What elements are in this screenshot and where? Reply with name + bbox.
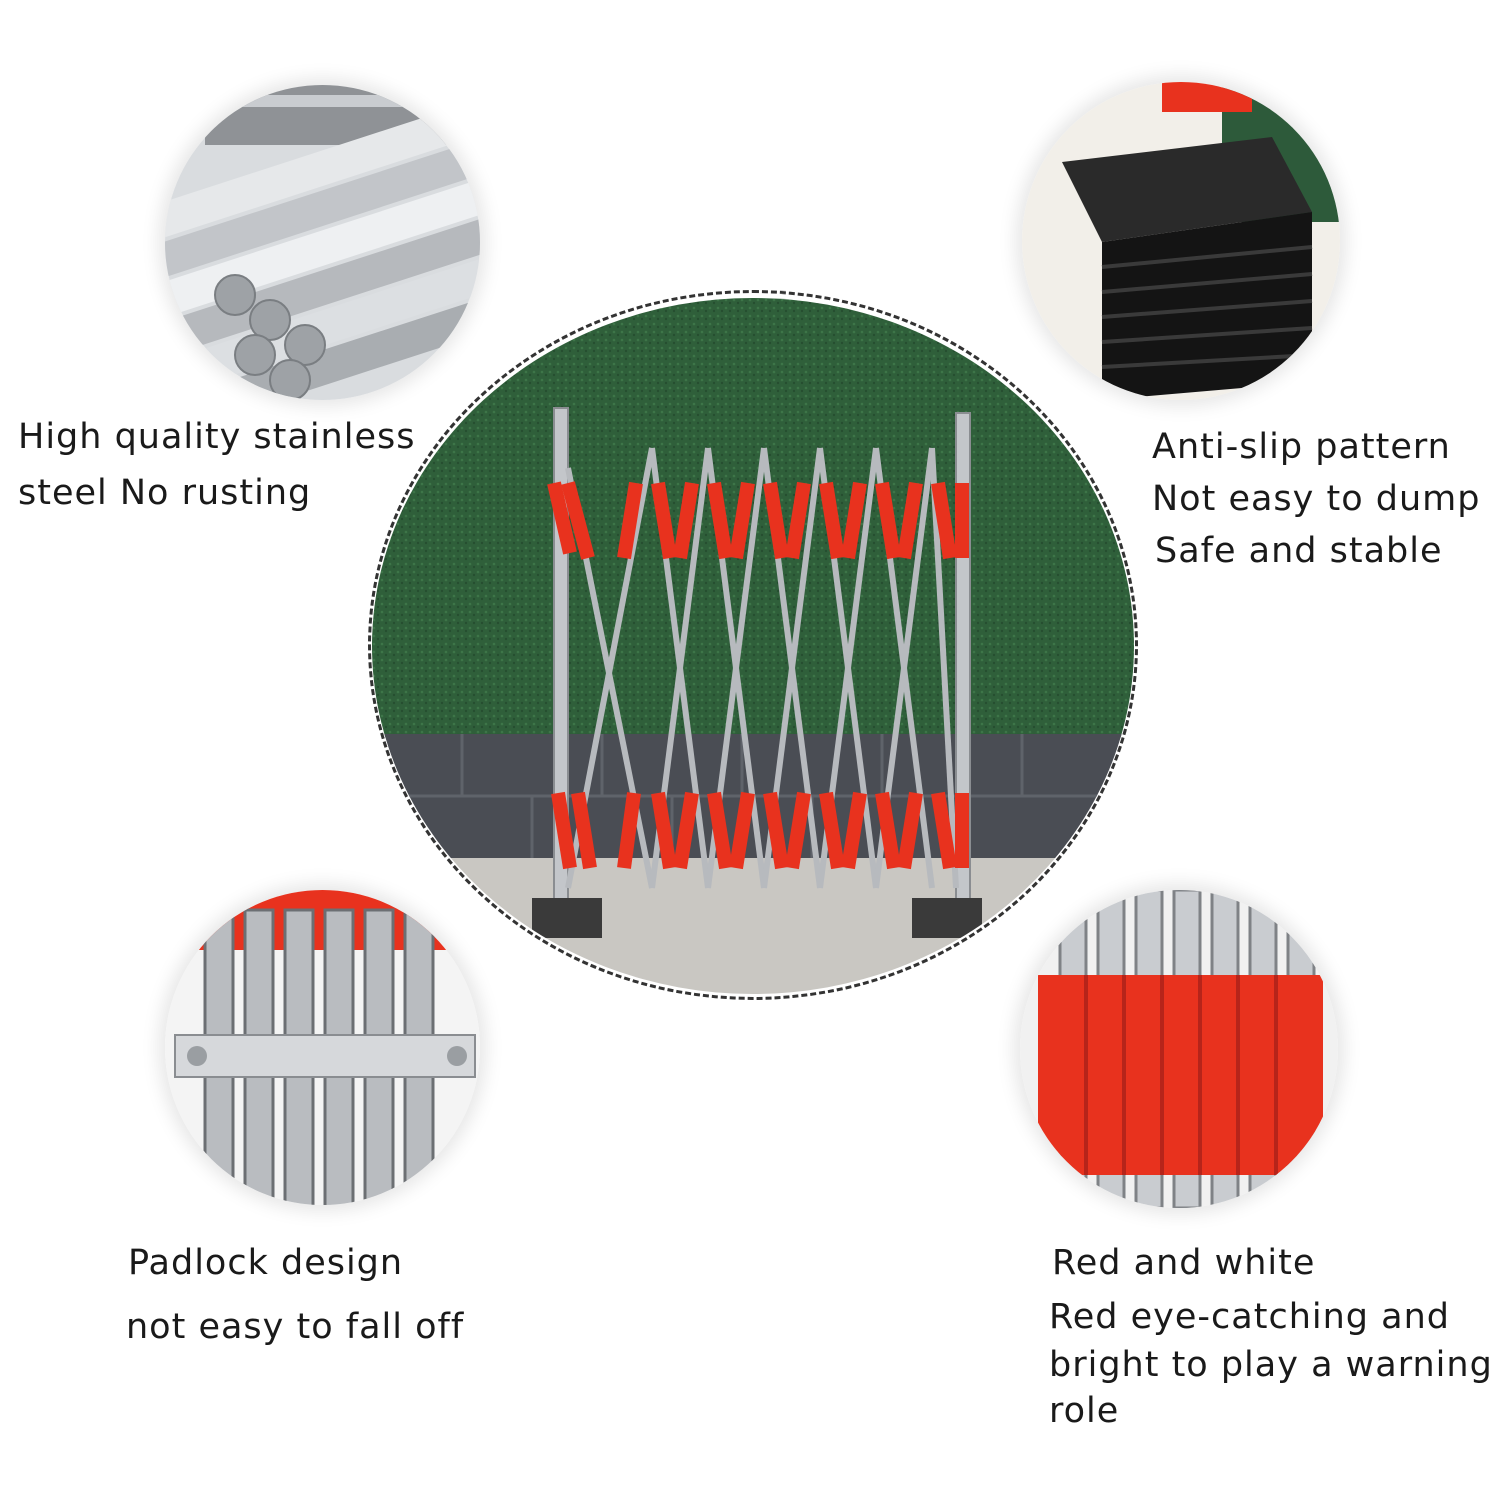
color-caption-line3: bright to play a warning: [1049, 1345, 1493, 1385]
anti-slip-foot-detail-image: [1022, 82, 1340, 400]
antislip-caption-line3: Safe and stable: [1155, 531, 1443, 571]
color-caption-line1: Red and white: [1052, 1243, 1316, 1283]
steel-caption-line1: High quality stainless: [18, 417, 416, 457]
red-white-panel-detail-image: [1020, 890, 1338, 1208]
expandable-barrier-main-image: [372, 298, 1134, 994]
steel-caption-line2: steel No rusting: [18, 473, 312, 513]
padlock-caption-line2: not easy to fall off: [126, 1307, 465, 1347]
center-dashed-ring: [368, 290, 1138, 1000]
antislip-caption-line2: Not easy to dump: [1152, 479, 1481, 519]
antislip-caption-line1: Anti-slip pattern: [1152, 427, 1451, 467]
steel-rods-detail-image: [165, 85, 480, 400]
padlock-caption-line1: Padlock design: [128, 1243, 404, 1283]
padlock-design-detail-image: [165, 890, 480, 1205]
color-caption-line2: Red eye-catching and: [1049, 1297, 1450, 1337]
color-caption-line4: role: [1049, 1391, 1120, 1431]
